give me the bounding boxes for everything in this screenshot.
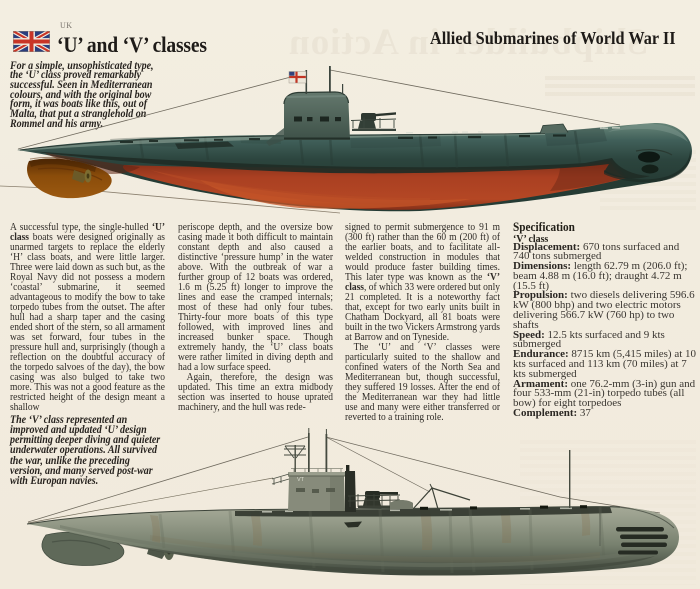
svg-text:VT: VT [297, 477, 305, 483]
